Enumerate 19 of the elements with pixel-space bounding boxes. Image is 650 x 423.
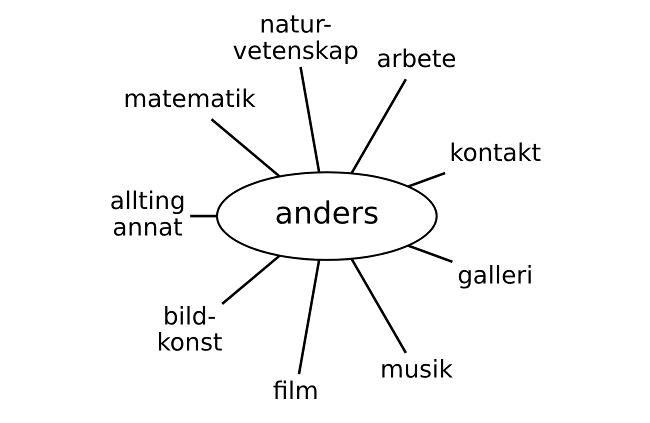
node-text: kontakt bbox=[449, 138, 541, 168]
connector bbox=[190, 214, 217, 218]
node-text: musik bbox=[380, 354, 452, 384]
connector bbox=[350, 258, 406, 354]
node-text: galleri bbox=[456, 260, 533, 290]
connector bbox=[210, 118, 280, 178]
node-ellipse: anders bbox=[216, 171, 438, 261]
node-text: matematik bbox=[123, 84, 256, 114]
connector bbox=[350, 78, 406, 174]
node-text: arbete bbox=[376, 44, 456, 74]
connector bbox=[298, 66, 320, 173]
connector bbox=[297, 259, 320, 374]
connector bbox=[407, 244, 452, 263]
connector bbox=[407, 172, 446, 188]
node-text: bild- konst bbox=[156, 301, 222, 357]
connector bbox=[220, 254, 280, 305]
node-text: film bbox=[272, 376, 318, 405]
node-text: allting annat bbox=[109, 186, 185, 242]
node-text: natur- vetenskap bbox=[232, 10, 358, 65]
